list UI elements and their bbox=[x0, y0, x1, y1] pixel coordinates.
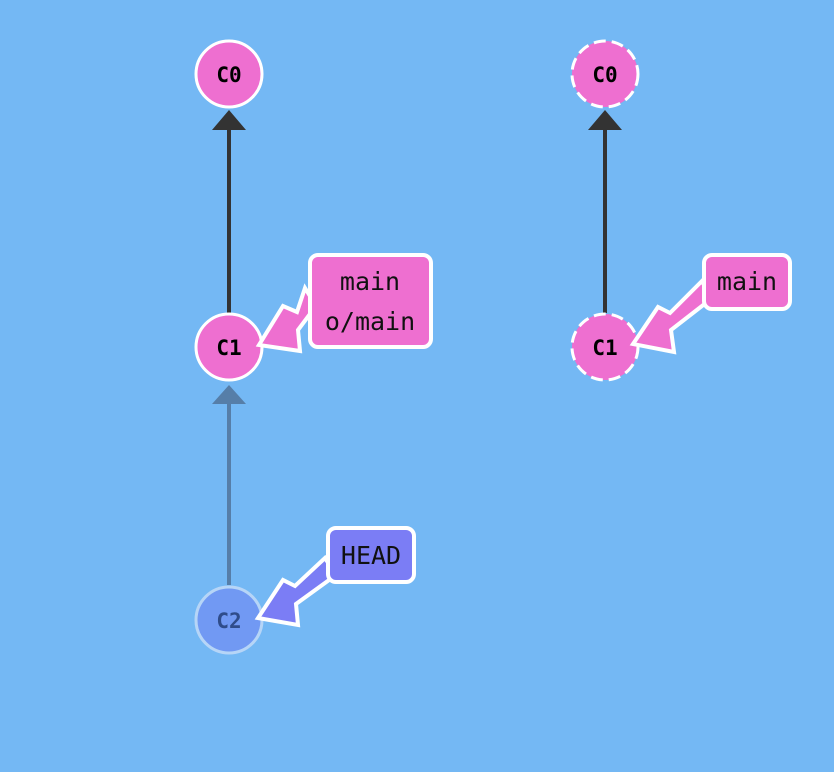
remote-commit-label-c0: C0 bbox=[592, 63, 617, 87]
commit-label-c0: C0 bbox=[216, 63, 241, 87]
remote-branch-label-main: main bbox=[717, 267, 777, 296]
commit-label-c1: C1 bbox=[216, 336, 241, 360]
remote-repo: C0 C1 main bbox=[570, 39, 792, 382]
head-arrow bbox=[254, 554, 339, 628]
edge-c2-c1 bbox=[212, 385, 246, 585]
local-repo: C0 C1 C2 main o/main HEAD bbox=[194, 39, 433, 655]
branch-label-main: main bbox=[340, 267, 400, 296]
commit-label-c2: C2 bbox=[216, 609, 241, 633]
branch-head[interactable]: HEAD bbox=[254, 526, 416, 628]
remote-branch-arrow bbox=[629, 277, 714, 355]
remote-commit-c1[interactable]: C1 bbox=[570, 312, 640, 382]
branch-main-local[interactable]: main o/main bbox=[255, 253, 433, 354]
branch-label-head: HEAD bbox=[341, 541, 401, 570]
branch-arrow bbox=[255, 283, 319, 354]
edge-c1-c0 bbox=[212, 110, 246, 313]
remote-commit-c0[interactable]: C0 bbox=[570, 39, 640, 109]
commit-c0[interactable]: C0 bbox=[194, 39, 264, 109]
remote-branch-main[interactable]: main bbox=[629, 253, 792, 355]
branch-label-o-main: o/main bbox=[325, 307, 415, 336]
remote-edge-c1-c0 bbox=[588, 110, 622, 313]
commit-c1[interactable]: C1 bbox=[194, 312, 264, 382]
remote-commit-label-c1: C1 bbox=[592, 336, 617, 360]
commit-c2[interactable]: C2 bbox=[194, 585, 264, 655]
